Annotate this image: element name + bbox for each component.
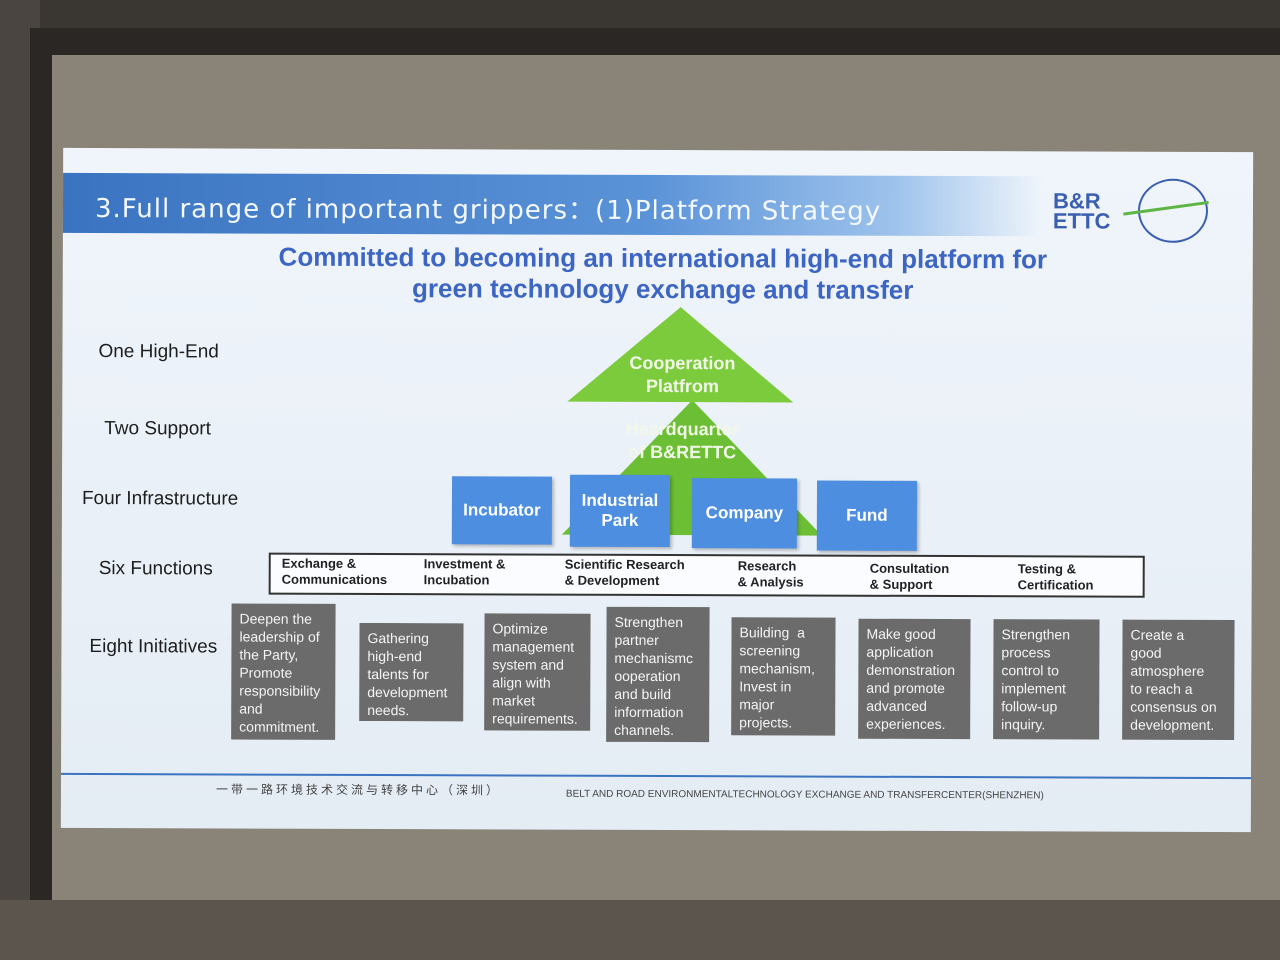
- function-exchange: Exchange & Communications: [281, 555, 388, 588]
- slide-title: 3.Full range of important grippers：(1)Pl…: [94, 194, 882, 227]
- headquarter-label: Heardquarter of B&RETTC: [625, 418, 739, 463]
- functions-frame: [268, 552, 1145, 598]
- infrastructure-fund: Fund: [816, 480, 918, 551]
- infrastructure-industrial-park: Industrial Park: [569, 474, 671, 548]
- initiative-2: Gathering high-end talents for developme…: [359, 622, 464, 722]
- presentation-slide: 3.Full range of important grippers：(1)Pl…: [60, 147, 1254, 833]
- initiative-8: Create a good atmosphere to reach a cons…: [1122, 619, 1235, 741]
- row-label-one-high-end: One High-End: [98, 341, 219, 363]
- row-label-six-functions: Six Functions: [98, 558, 213, 580]
- function-testing: Testing & Certification: [1017, 561, 1094, 593]
- function-investment: Investment & Incubation: [423, 556, 506, 588]
- logo-text: B&R ETTC: [1052, 188, 1111, 234]
- function-research-development: Scientific Research & Development: [564, 556, 685, 589]
- initiative-3: Optimize management system and align wit…: [484, 613, 591, 731]
- headline: Committed to becoming an international h…: [263, 242, 1063, 307]
- row-label-eight-initiatives: Eight Initiatives: [89, 636, 218, 658]
- initiative-7: Strengthen process control to implement …: [993, 619, 1100, 740]
- room-floor: [0, 900, 1280, 960]
- initiative-5: Building a screening mechanism, Invest i…: [731, 617, 836, 736]
- infrastructure-company: Company: [691, 478, 798, 549]
- initiative-4: Strengthen partner mechanismc ooperation…: [606, 606, 710, 743]
- infrastructure-incubator: Incubator: [451, 476, 553, 545]
- initiative-6: Make good application demonstration and …: [858, 618, 971, 740]
- headline-line-1: Committed to becoming an international h…: [278, 241, 1048, 275]
- footer-chinese-text: 一带一路环境技术交流与转移中心（深圳）: [215, 782, 501, 798]
- cooperation-platform-label: Cooperation Platfrom: [629, 352, 736, 397]
- row-label-two-support: Two Support: [104, 418, 211, 440]
- function-consultation: Consultation & Support: [869, 560, 950, 592]
- function-research-analysis: Research & Analysis: [737, 558, 804, 590]
- initiative-1: Deepen the leadership of the Party, Prom…: [231, 603, 336, 740]
- footer-divider: [61, 772, 1252, 780]
- footer-english-text: BELT AND ROAD ENVIRONMENTALTECHNOLOGY EX…: [565, 788, 1044, 802]
- row-label-four-infrastructure: Four Infrastructure: [81, 487, 239, 510]
- headline-line-2: green technology exchange and transfer: [411, 273, 914, 305]
